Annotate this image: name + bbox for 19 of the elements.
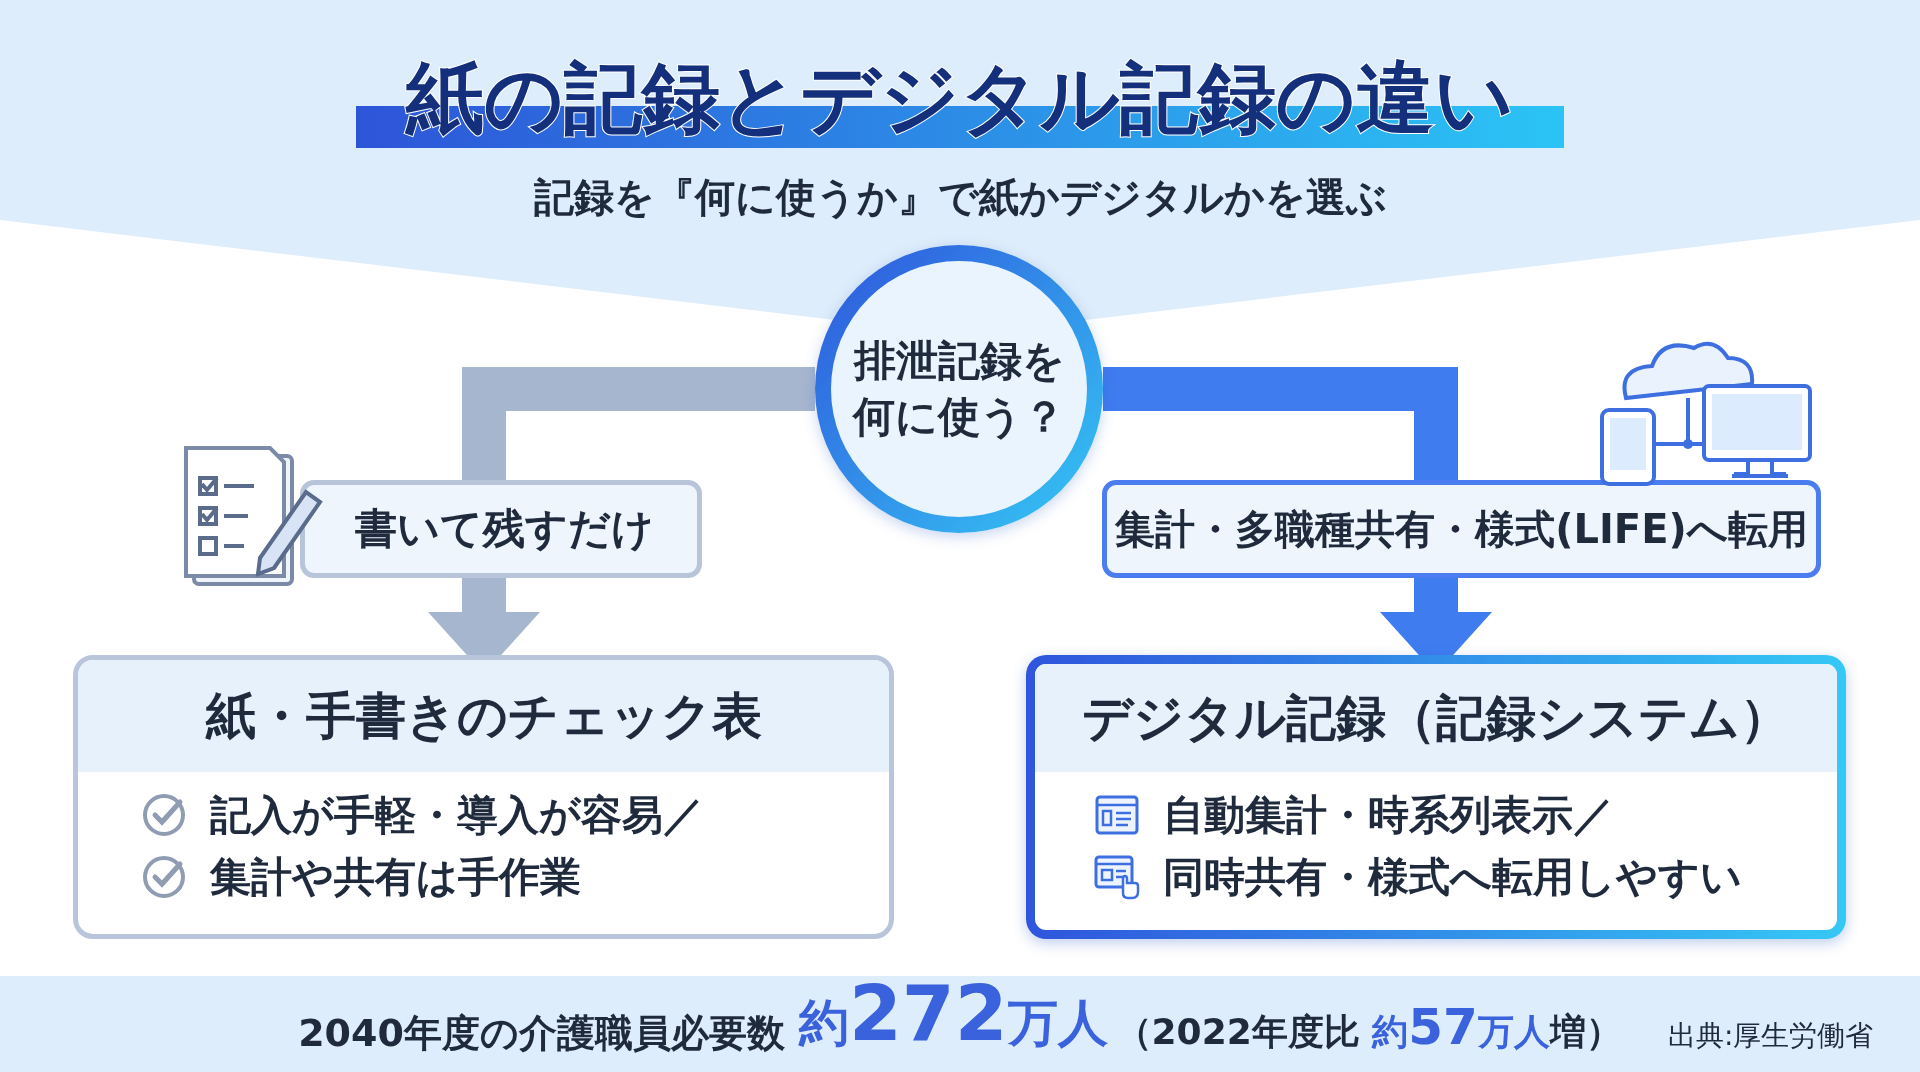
connector-band <box>462 367 815 480</box>
box-text: 書いて残すだけ <box>355 503 654 555</box>
highlight-number: 約272万人 <box>798 976 1108 1052</box>
list-item-text: 集計や共有は手作業 <box>210 851 581 903</box>
card-title: 紙・手書きのチェック表 <box>205 685 762 747</box>
subtitle: 記録を『何に使うか』で紙かデジタルかを選ぶ <box>533 174 1387 220</box>
info-card <box>73 655 894 939</box>
footer-text: （2022年度比 約57万人増） <box>1115 1002 1622 1052</box>
question-text: 排泄記録を何に使う？ <box>851 335 1066 443</box>
connector-band <box>1103 367 1458 480</box>
label-box <box>1102 480 1821 578</box>
list-item-text: 同時共有・様式へ転用しやすい <box>1163 851 1742 903</box>
label-box <box>300 480 702 578</box>
footer-text: 2040年度の介護職員必要数 <box>298 1014 785 1052</box>
card-title: デジタル記録（記録システム） <box>1082 687 1790 749</box>
source-note: 出典:厚生労働省 <box>1668 1018 1874 1054</box>
box-text: 集計・多職種共有・様式(LIFE)へ転用 <box>1115 504 1808 554</box>
list-item-text: 記入が手軽・導入が容易／ <box>210 789 704 841</box>
list-item-text: 自動集計・時系列表示／ <box>1163 789 1614 841</box>
